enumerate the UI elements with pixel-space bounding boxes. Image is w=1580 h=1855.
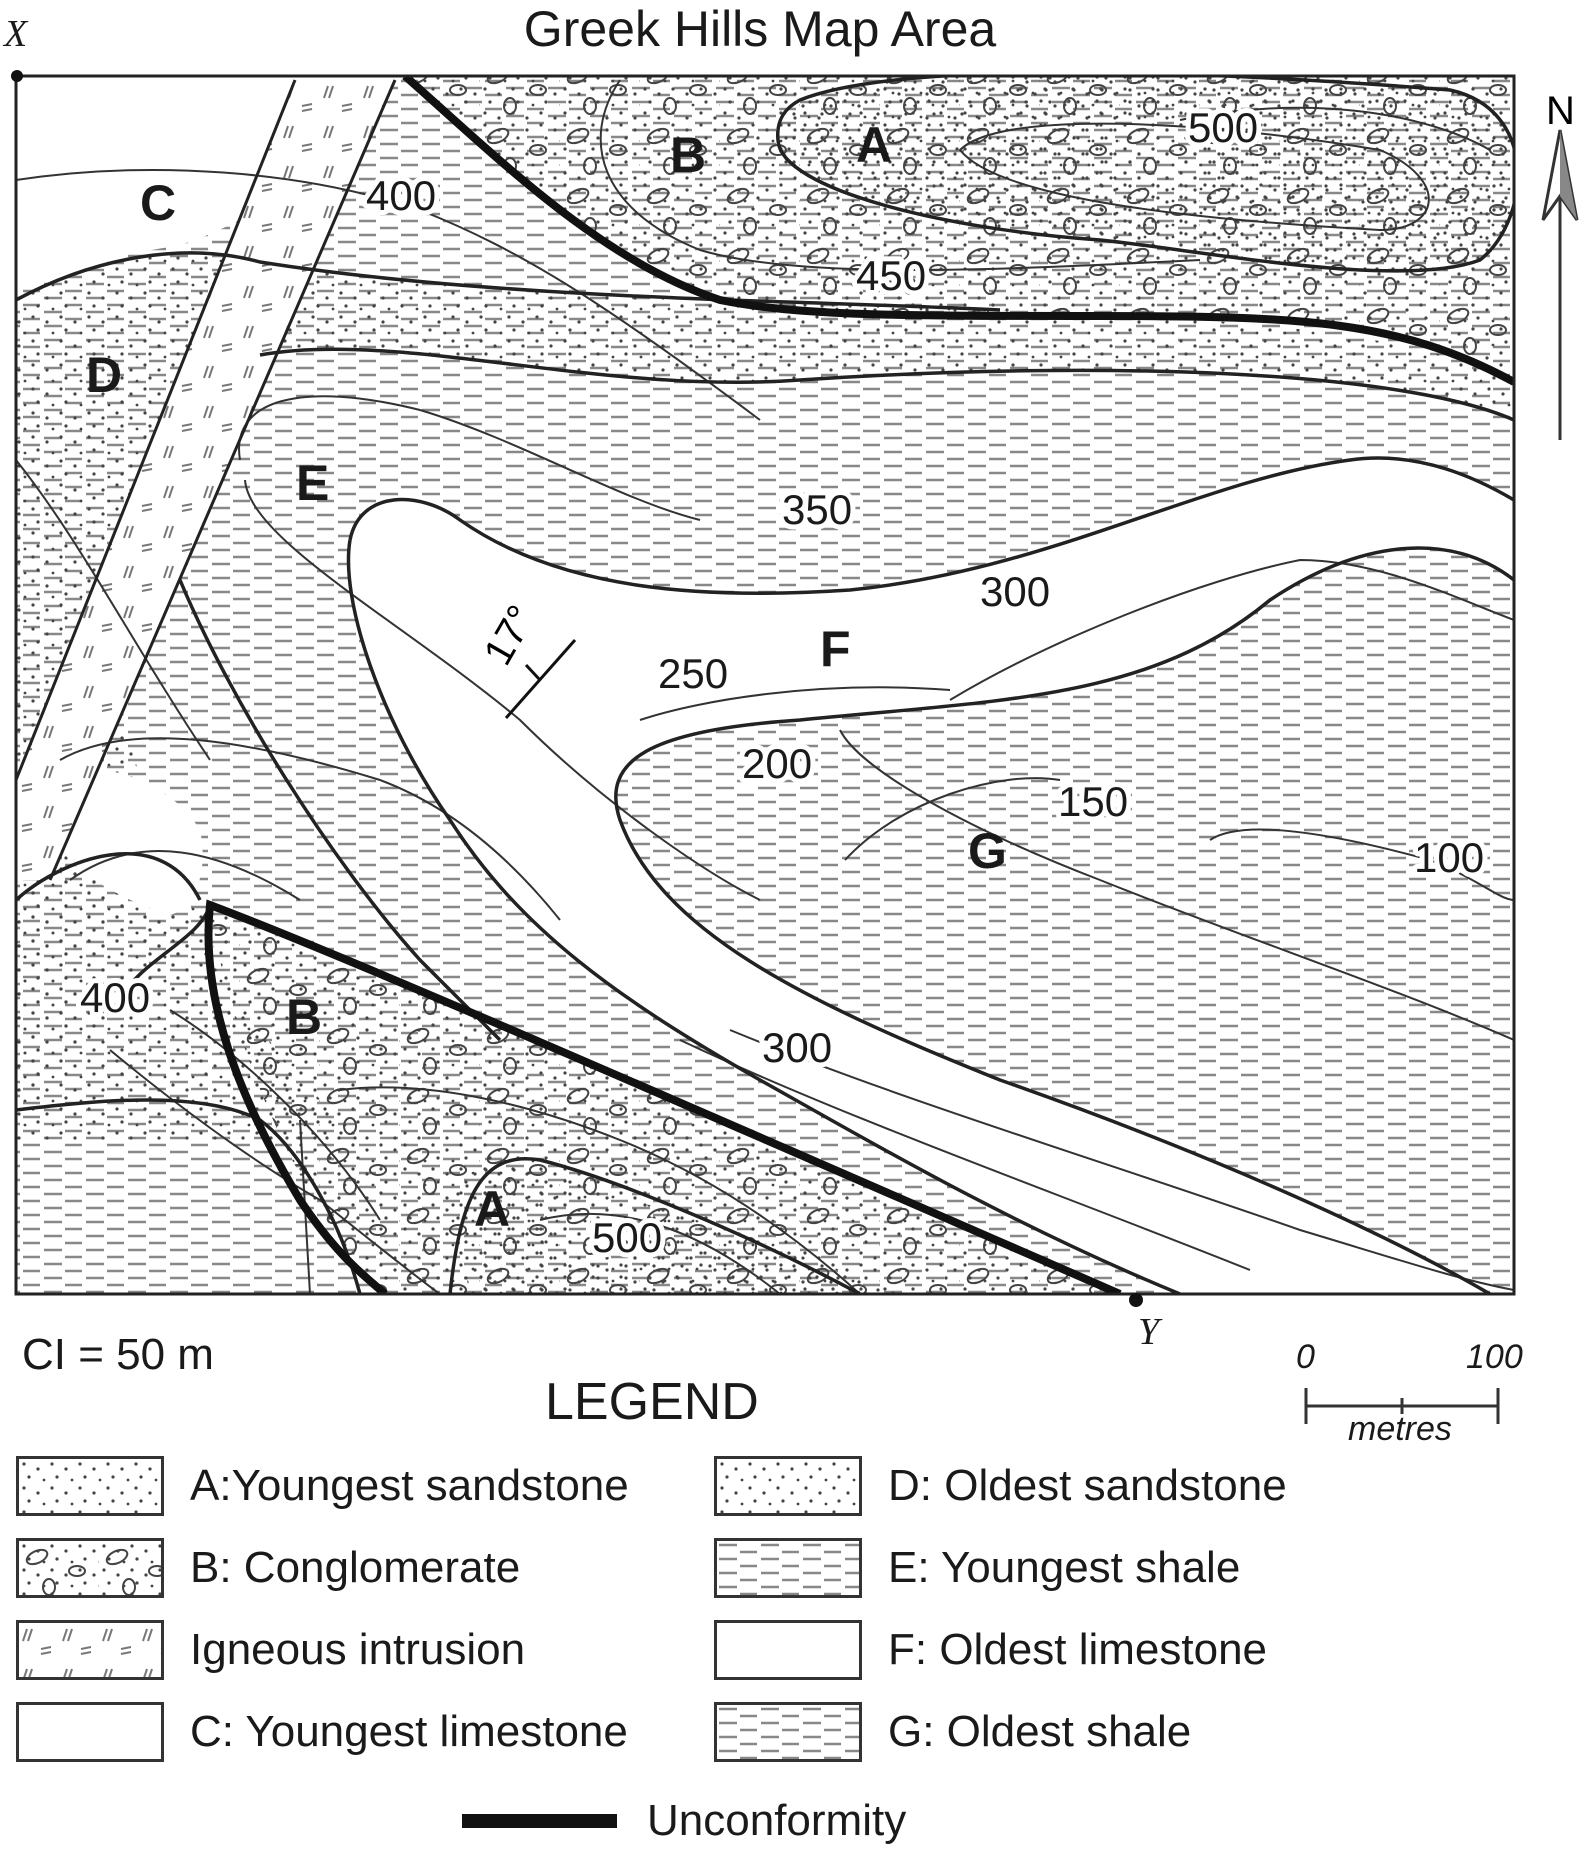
legend-item-b: B: Conglomerate — [16, 1537, 520, 1599]
contour-label: 250 — [658, 650, 728, 697]
point-x-marker — [11, 70, 23, 82]
legend-item-igneous: Igneous intrusion — [16, 1619, 525, 1681]
legend-title: LEGEND — [545, 1373, 759, 1431]
legend-swatch-dashes — [714, 1538, 862, 1598]
north-arrow — [1541, 129, 1579, 440]
unit-b-bottom-label: B — [286, 989, 322, 1045]
contour-label: 300 — [762, 1024, 832, 1071]
legend-label: A:Youngest sandstone — [190, 1461, 629, 1510]
legend-item-e: E: Youngest shale — [714, 1537, 1240, 1599]
contour-label: 200 — [742, 740, 812, 787]
legend-label: Igneous intrusion — [190, 1625, 526, 1674]
legend-label: G: Oldest shale — [888, 1707, 1192, 1756]
strike-dip-symbol — [504, 639, 577, 719]
legend-item-unconformity: Unconformity — [462, 1790, 906, 1852]
legend-item-f: F: Oldest limestone — [714, 1619, 1267, 1681]
unconformity-line-swatch — [462, 1814, 617, 1828]
legend-label: C: Youngest limestone — [190, 1707, 628, 1756]
legend-swatch-dashes — [714, 1702, 862, 1762]
contour-label: 500 — [1188, 104, 1258, 151]
contour-label: 400 — [80, 974, 150, 1021]
legend-swatch-ovals — [16, 1538, 164, 1598]
map-frame — [14, 74, 1516, 1296]
legend-swatch-dots — [714, 1456, 862, 1516]
unit-c-label: C — [140, 175, 176, 231]
unit-a-bottom-label: A — [474, 1181, 510, 1237]
point-x-label: X — [4, 13, 28, 55]
map-title: Greek Hills Map Area — [523, 1, 997, 57]
unit-e-label: E — [296, 455, 329, 511]
legend-item-d: D: Oldest sandstone — [714, 1455, 1287, 1517]
legend-label: E: Youngest shale — [888, 1543, 1241, 1592]
legend-item-a: A:Youngest sandstone — [16, 1455, 629, 1517]
contour-label: 450 — [856, 252, 926, 299]
unit-f-label: F — [820, 621, 851, 677]
legend-swatch-plain — [714, 1620, 862, 1680]
unit-g-label: G — [968, 823, 1007, 879]
scale-unit-label: metres — [1348, 1410, 1452, 1448]
legend-swatch-dots — [16, 1456, 164, 1516]
legend-item-c: C: Youngest limestone — [16, 1701, 628, 1763]
legend-label: D: Oldest sandstone — [888, 1461, 1287, 1510]
legend-swatch-igneous — [16, 1620, 164, 1680]
legend-swatch-plain — [16, 1702, 164, 1762]
contour-label: 150 — [1058, 778, 1128, 825]
unit-a-top-label: A — [856, 117, 892, 173]
contour-label: 500 — [592, 1214, 662, 1261]
scale-end-label: 100 — [1466, 1338, 1523, 1376]
north-label: N — [1546, 89, 1575, 133]
legend-label: F: Oldest limestone — [888, 1625, 1268, 1674]
scale-start-label: 0 — [1296, 1338, 1315, 1376]
unit-d-label: D — [86, 347, 122, 403]
contour-interval: CI = 50 m — [22, 1330, 214, 1379]
contour-label: 400 — [366, 172, 436, 219]
legend-label: Unconformity — [647, 1796, 907, 1845]
point-y-marker — [1129, 1293, 1143, 1307]
contour-label: 350 — [782, 486, 852, 533]
scale-bar — [1304, 1388, 1500, 1424]
contour-label: 300 — [980, 568, 1050, 615]
legend-label: B: Conglomerate — [190, 1543, 521, 1592]
point-y-label: Y — [1138, 1311, 1160, 1353]
unit-b-top-label: B — [670, 127, 706, 183]
contour-label: 100 — [1414, 834, 1484, 881]
legend-item-g: G: Oldest shale — [714, 1701, 1191, 1763]
